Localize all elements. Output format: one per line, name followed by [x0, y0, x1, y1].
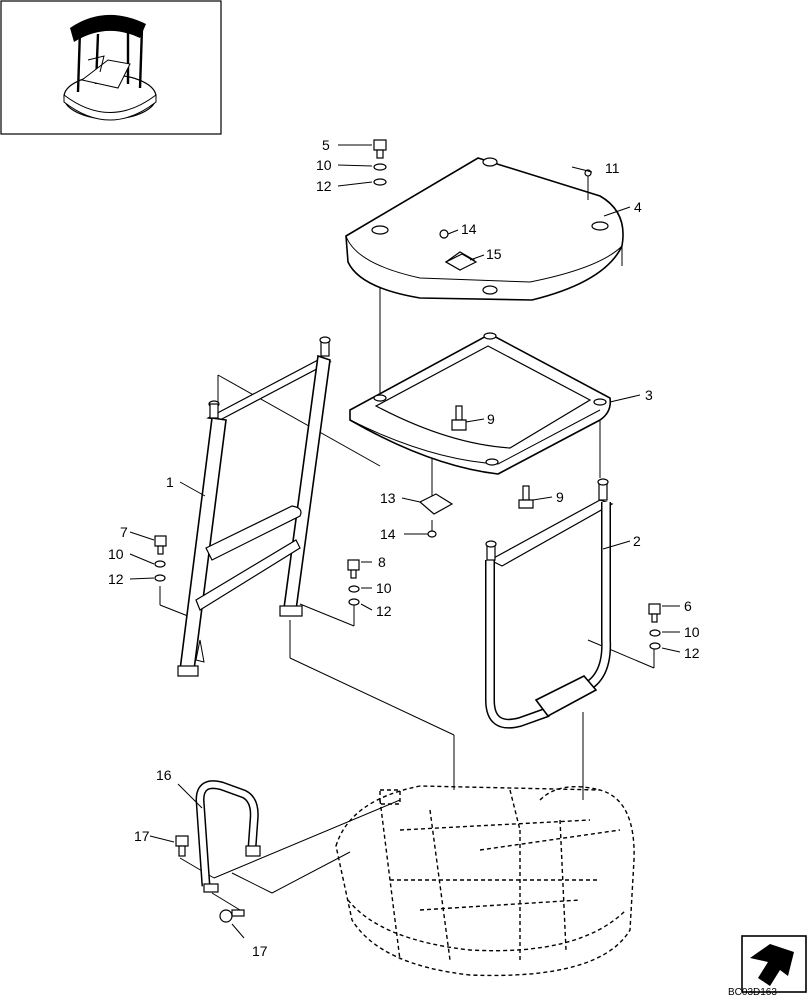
callout-14: 14: [461, 221, 477, 237]
callout-4: 4: [634, 199, 642, 215]
machine-base-outline: [335, 785, 635, 977]
callout-17: 17: [134, 828, 150, 844]
roof-panel: [345, 157, 624, 301]
callout-10: 10: [684, 624, 700, 640]
callout-16: 16: [156, 767, 172, 783]
callout-17: 17: [252, 943, 268, 959]
callout-10: 10: [108, 546, 124, 562]
callout-12: 12: [684, 645, 700, 661]
roof-frame: [349, 332, 612, 475]
right-handrail-frame: [485, 478, 614, 729]
callout-13: 13: [380, 490, 396, 506]
callout-12: 12: [108, 571, 124, 587]
callout-10: 10: [376, 580, 392, 596]
callout-9: 9: [487, 411, 495, 427]
navigation-arrow-icon[interactable]: [741, 935, 807, 993]
assembly-lines: [159, 230, 655, 911]
machine-canopy-thumbnail: [0, 0, 222, 135]
callout-9: 9: [556, 489, 564, 505]
callout-1: 1: [166, 474, 174, 490]
callout-labels: 5 10 12 11 4 14 15 3 9 9 13 14 1 2 7 10 …: [108, 137, 700, 959]
callout-2: 2: [633, 533, 641, 549]
callout-7: 7: [120, 524, 128, 540]
callout-11: 11: [605, 160, 620, 176]
callout-6: 6: [684, 598, 692, 614]
callout-8: 8: [378, 554, 386, 570]
callout-14: 14: [380, 526, 396, 542]
callout-5: 5: [322, 137, 330, 153]
callout-12: 12: [316, 178, 332, 194]
callout-15: 15: [486, 246, 502, 262]
grab-handle: [195, 780, 261, 893]
leader-lines: [129, 144, 681, 939]
left-post-frame: [177, 336, 332, 677]
callout-12: 12: [376, 603, 392, 619]
hardware: [154, 139, 661, 923]
drawing-code: BC03D163: [728, 987, 777, 998]
callout-10: 10: [316, 157, 332, 173]
callout-3: 3: [645, 387, 653, 403]
